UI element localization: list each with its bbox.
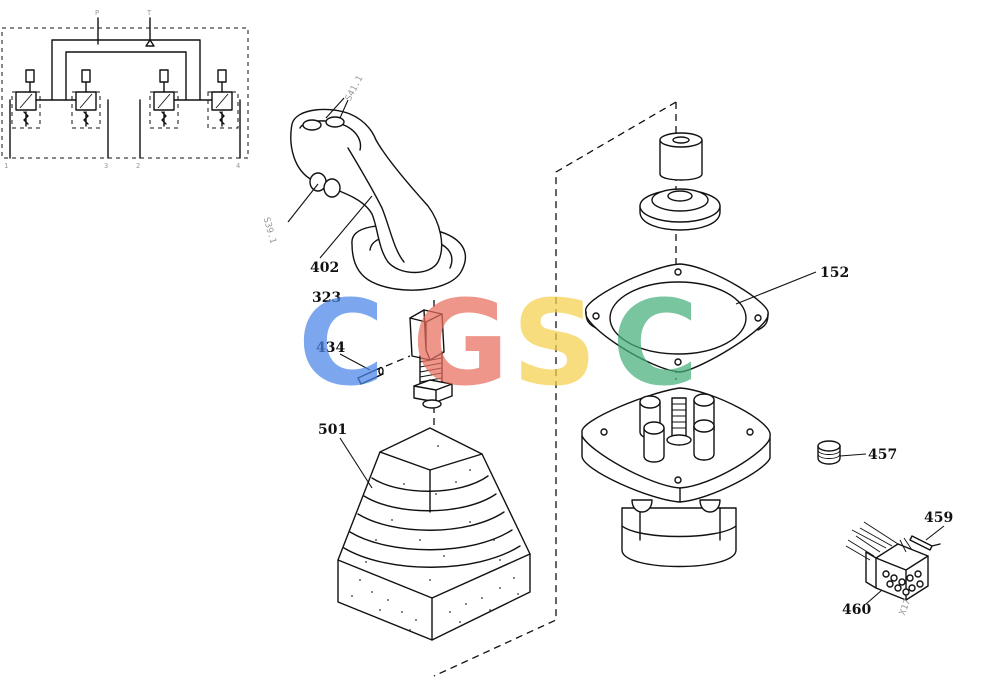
- pin: 434: [316, 340, 411, 385]
- connector: 459 460 X17: [842, 510, 953, 618]
- upper-bushing: [659, 132, 703, 181]
- part-label-402: 402: [310, 260, 339, 276]
- part-label-457: 457: [868, 447, 897, 463]
- piston-group: [639, 393, 715, 463]
- joystick-handle: S41.1 S39.1 402: [261, 74, 467, 291]
- hydraulic-schematic: P T 1 3 2 4: [1, 9, 249, 170]
- connector-pins: [882, 570, 924, 596]
- port-t-label: T: [147, 9, 152, 17]
- plug: 457: [817, 440, 897, 465]
- port-3-label: 3: [104, 162, 108, 170]
- joystick-housing: [581, 387, 771, 568]
- part-label-459: 459: [924, 510, 953, 526]
- watermark-letter-c1: C: [298, 274, 385, 412]
- s41-label: S41.1: [344, 74, 366, 103]
- valve-4: [211, 69, 233, 127]
- x17-label: X17: [898, 598, 913, 617]
- watermark-letter-s: S: [512, 274, 597, 412]
- gasket-plate: 152: [585, 263, 849, 373]
- watermark-letter-g: G: [412, 274, 509, 412]
- seat-retainer: [639, 188, 721, 231]
- rubber-boot: 501: [318, 422, 531, 641]
- part-label-434: 434: [316, 340, 345, 356]
- cgsc-watermark: C G S C: [298, 274, 699, 412]
- valve-3: [153, 69, 175, 127]
- part-label-152: 152: [820, 265, 849, 281]
- watermark-letter-c2: C: [612, 274, 699, 412]
- valve-1: [15, 69, 37, 127]
- s39-label: S39.1: [261, 216, 278, 245]
- boot-stipple: [351, 445, 519, 631]
- port-4-label: 4: [236, 162, 240, 170]
- part-label-501: 501: [318, 422, 347, 438]
- port-2-label: 2: [136, 162, 140, 170]
- valve-2: [75, 69, 97, 127]
- part-label-323: 323: [312, 290, 341, 306]
- part-label-460: 460: [842, 602, 871, 618]
- port-1-label: 1: [4, 162, 8, 170]
- port-p-label: P: [95, 9, 99, 17]
- adapter-nut: 323: [312, 290, 453, 409]
